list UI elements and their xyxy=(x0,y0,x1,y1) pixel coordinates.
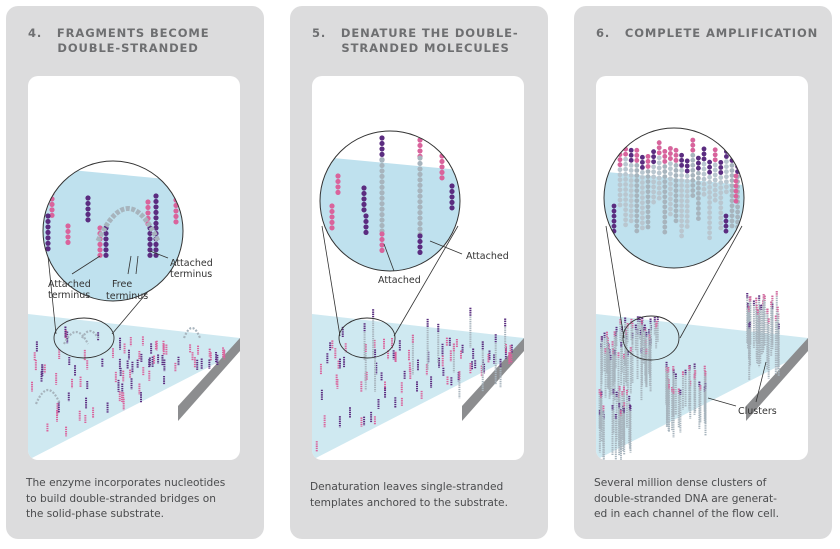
step-6-illustration: Clusters xyxy=(596,76,808,460)
cluster-strand-tip xyxy=(696,155,701,171)
magnifier-outline xyxy=(603,127,745,269)
substrate-edge xyxy=(178,338,240,421)
dna-clusters xyxy=(598,291,780,460)
cluster-strand-tip xyxy=(656,140,662,156)
cluster-strand xyxy=(662,149,668,235)
cluster-strand-tip xyxy=(707,159,712,175)
single-strand-base xyxy=(417,233,423,255)
single-strand-base xyxy=(379,231,385,253)
cluster-strand-tip xyxy=(651,149,656,165)
cluster-strand-tip xyxy=(712,147,718,163)
cluster-strand-tip xyxy=(701,146,707,162)
caption-line: double-stranded DNA are generat- xyxy=(594,492,777,505)
zoom-line-left xyxy=(321,225,341,337)
nucleotide-strand xyxy=(45,213,51,252)
substrate-edge xyxy=(462,338,524,421)
nucleotide-strand xyxy=(103,225,109,258)
step-6-diagram: Clusters xyxy=(596,127,808,460)
nucleotide-strand xyxy=(65,223,71,245)
label-clusters: Clusters xyxy=(738,406,777,417)
cluster-strand-tip xyxy=(673,147,679,163)
caption-line: the solid-phase substrate. xyxy=(26,508,165,520)
caption-line: to build double-stranded bridges on xyxy=(26,492,216,505)
cluster-strand-tip xyxy=(690,137,696,153)
cluster-strand-tip xyxy=(617,152,623,168)
nucleotide-strand xyxy=(335,173,341,195)
zoom-line-left xyxy=(47,255,57,335)
nucleotide-strand xyxy=(153,193,159,226)
bridge-strand xyxy=(95,206,161,243)
label-attached-terminus-left: Attached xyxy=(48,279,91,290)
substrate-single-strands xyxy=(363,307,507,399)
nucleotide-strand xyxy=(363,213,369,235)
zoom-source-circle xyxy=(622,315,680,361)
substrate-bridges xyxy=(34,326,202,405)
label-attached-terminus-right-2: terminus xyxy=(170,269,212,280)
substrate-edge xyxy=(746,338,808,421)
callout-lines xyxy=(707,361,767,407)
cluster-strand-tip xyxy=(640,154,645,170)
cluster-strand-tip xyxy=(684,158,690,174)
zoom-line-right xyxy=(393,225,459,337)
cluster-strand-tip xyxy=(662,149,668,164)
cluster-strand-tip xyxy=(679,152,684,168)
single-strand xyxy=(417,155,423,238)
step-4-illustration: Attached terminus Free terminus Attached… xyxy=(28,76,240,460)
step-5-caption: Denaturation leaves single-stranded temp… xyxy=(310,480,542,511)
nucleotide-strand xyxy=(743,153,744,179)
nucleotide-strand xyxy=(449,183,455,211)
magnifier-outline xyxy=(319,130,461,272)
label-attached-1: Attached xyxy=(378,275,421,286)
cluster-strand-tip xyxy=(634,147,640,163)
cluster-strand-tip xyxy=(668,146,673,161)
nucleotide-strand xyxy=(723,213,729,234)
callout-lines xyxy=(383,240,463,272)
label-attached-terminus-right: Attached xyxy=(170,258,213,269)
label-free-terminus-2: terminus xyxy=(106,291,148,302)
step-4-diagram: Attached terminus Free terminus Attached… xyxy=(28,160,240,460)
label-attached-terminus-left-2: terminus xyxy=(48,290,90,301)
nucleotide-strand xyxy=(439,153,445,181)
cluster-strand-tip xyxy=(645,153,651,169)
flow-cell-substrate xyxy=(28,314,240,460)
label-attached-2: Attached xyxy=(466,251,509,262)
caption-line: Several million dense clusters of xyxy=(594,477,767,489)
caption-line: templates anchored to the substrate. xyxy=(310,496,508,509)
panel-step-5: 5. DENATURE THE DOUBLE- STRANDED MOLECUL… xyxy=(290,6,548,539)
cluster-strand-tip xyxy=(718,160,724,175)
zoom-line-left xyxy=(605,225,625,339)
magnified-strands xyxy=(329,135,455,255)
cluster-strand-tip xyxy=(628,147,634,163)
step-4-title: 4. FRAGMENTS BECOME DOUBLE-STRANDED xyxy=(28,26,210,55)
label-free-terminus: Free xyxy=(112,279,132,290)
magnifier-outline xyxy=(42,160,184,302)
nucleotide-strand xyxy=(361,185,367,213)
nucleotide-strand xyxy=(85,195,91,223)
step-5-title: 5. DENATURE THE DOUBLE- STRANDED MOLECUL… xyxy=(312,26,519,55)
zoom-source-circle xyxy=(53,317,115,359)
nucleotide-strand xyxy=(329,203,335,231)
caption-line: Denaturation leaves single-stranded xyxy=(310,481,504,493)
callout-lines xyxy=(71,250,169,275)
caption-line: ed in each channel of the flow cell. xyxy=(594,508,779,520)
zoom-line-right xyxy=(679,225,743,339)
single-strand xyxy=(379,157,385,234)
step-5-diagram: Attached Attached xyxy=(312,130,524,460)
step-5-illustration: Attached Attached xyxy=(312,76,524,460)
zoom-source-circle xyxy=(338,317,396,359)
magnifier-substrate xyxy=(43,166,183,301)
step-6-caption: Several million dense clusters of double… xyxy=(594,476,826,523)
caption-line: The enzyme incorporates nucleotides xyxy=(26,477,226,489)
cluster-strand xyxy=(673,147,679,224)
panel-step-6: 6. COMPLETE AMPLIFICATION Clusters xyxy=(574,6,832,539)
substrate-strands xyxy=(31,326,226,437)
panel-step-4: 4. FRAGMENTS BECOME DOUBLE-STRANDED xyxy=(6,6,264,539)
step-6-title: 6. COMPLETE AMPLIFICATION xyxy=(596,26,819,40)
nucleotide-strand xyxy=(733,173,739,204)
step-4-caption: The enzyme incorporates nucleotides to b… xyxy=(26,476,258,523)
